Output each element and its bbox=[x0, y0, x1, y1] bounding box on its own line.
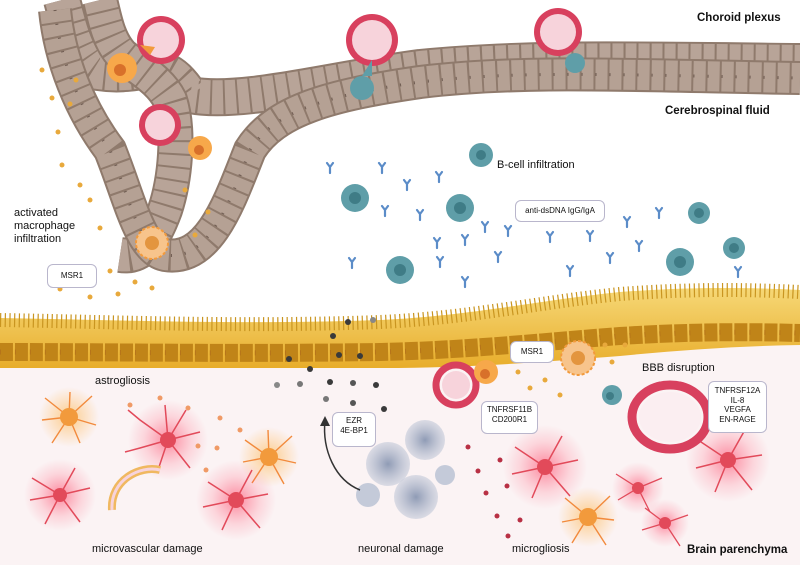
choroid-vessel-2 bbox=[139, 104, 181, 146]
marker-line: EN-RAGE bbox=[719, 414, 756, 424]
microglia-5 bbox=[686, 418, 770, 502]
label-line: activated bbox=[14, 207, 59, 219]
marker-box-ezr: EZR 4E-BP1 bbox=[332, 412, 376, 447]
marker-box-msr1-upper: MSR1 bbox=[47, 264, 97, 288]
bcell-migrating-2 bbox=[565, 53, 585, 73]
vessel-macrophage-exit bbox=[432, 360, 498, 409]
microglia-3 bbox=[24, 459, 96, 531]
microglia-4 bbox=[503, 425, 587, 509]
marker-line: VEGFA bbox=[724, 405, 751, 414]
macrophage-csf bbox=[135, 226, 169, 260]
label-macrophage-infiltration: activated macrophage infiltration bbox=[14, 207, 75, 246]
microglia-1 bbox=[124, 400, 208, 480]
antibody-cluster bbox=[325, 161, 743, 289]
astrocyte-3 bbox=[558, 487, 618, 547]
marker-line: 4E-BP1 bbox=[340, 425, 368, 435]
microglia-6 bbox=[612, 462, 664, 514]
bcell-migrating-1 bbox=[350, 60, 374, 100]
label-bbb-disruption: BBB disruption bbox=[642, 362, 715, 374]
label-parenchyma: Brain parenchyma bbox=[687, 544, 788, 556]
vessel-damaged-left bbox=[107, 465, 161, 511]
bcell-cluster bbox=[341, 143, 745, 284]
marker-line: IL-8 bbox=[730, 395, 745, 405]
label-line: infiltration bbox=[14, 233, 62, 245]
marker-line: CD200R1 bbox=[491, 414, 528, 424]
marker-box-tnfrsf11b: TNFRSF11B CD200R1 bbox=[481, 401, 538, 434]
arrow-neuronal-to-markers bbox=[323, 419, 361, 491]
label-bcell-infiltration: B-cell infiltration bbox=[497, 159, 575, 171]
choroid-vessel-1 bbox=[137, 16, 185, 64]
macrophage-bbb bbox=[560, 340, 596, 376]
microgliosis-particles bbox=[465, 444, 523, 539]
marker-box-tnfrsf12a: TNFRSF12A IL-8 VEGFA EN-RAGE bbox=[708, 381, 767, 433]
arrow-head bbox=[320, 416, 330, 426]
macrophage-migrating-1 bbox=[107, 45, 155, 83]
choroid-vessel-3 bbox=[346, 14, 398, 66]
marker-line: TNFRSF11B bbox=[486, 405, 533, 414]
label-microvascular-damage: microvascular damage bbox=[92, 543, 203, 555]
choroid-vessel-4 bbox=[534, 8, 582, 56]
label-choroid-plexus: Choroid plexus bbox=[697, 12, 781, 24]
bbb-layer bbox=[0, 283, 800, 368]
marker-box-msr1-lower: MSR1 bbox=[510, 341, 554, 363]
marker-line: EZR bbox=[346, 416, 362, 425]
microglia-7 bbox=[641, 499, 689, 547]
macrophage-migrating-2 bbox=[188, 136, 212, 160]
neuronal-debris bbox=[356, 420, 455, 519]
label-line: macrophage bbox=[14, 220, 76, 232]
marker-line: TNFRSF12A bbox=[714, 386, 761, 395]
marker-box-antibody: anti-dsDNA IgG/IgA bbox=[515, 200, 605, 222]
astrocyte-particles bbox=[127, 395, 243, 473]
label-microgliosis: microgliosis bbox=[512, 543, 570, 555]
label-neuronal-damage: neuronal damage bbox=[358, 543, 444, 555]
bbb-particles bbox=[515, 342, 628, 398]
microglia-2 bbox=[196, 460, 276, 540]
astrocyte-1 bbox=[39, 387, 99, 447]
dark-particles bbox=[274, 317, 387, 412]
label-astrogliosis: astrogliosis bbox=[95, 375, 151, 387]
label-csf: Cerebrospinal fluid bbox=[665, 105, 770, 117]
